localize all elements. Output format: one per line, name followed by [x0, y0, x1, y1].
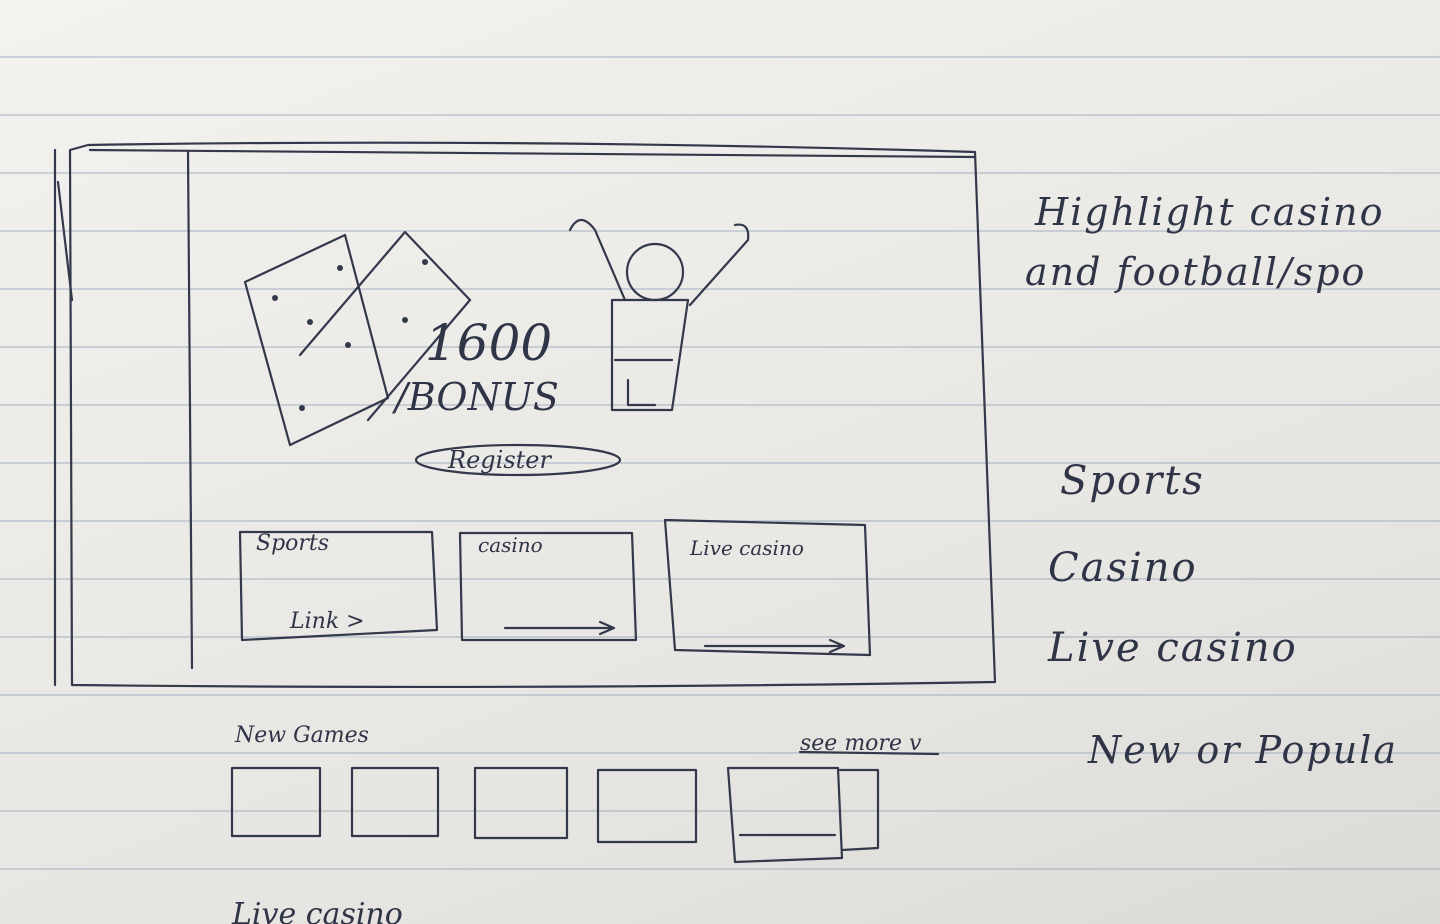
casino-card-title: casino: [478, 533, 543, 557]
casino-card-arrow: [503, 620, 616, 636]
register-button[interactable]: Register: [447, 446, 552, 474]
note-highlight-line1: Highlight casino: [1035, 190, 1385, 234]
cheering-person-illustration: [568, 218, 750, 412]
note-new-or-popular: New or Popula: [1088, 728, 1398, 772]
note-casino: Casino: [1048, 545, 1198, 591]
game-tile-3: [473, 766, 569, 840]
game-tile-1: [230, 766, 322, 838]
game-tile-4: [596, 768, 698, 844]
sports-card-link[interactable]: Link >: [289, 609, 365, 634]
game-tile-6-partial: [838, 768, 880, 852]
game-tile-2: [350, 766, 440, 838]
note-sports: Sports: [1060, 458, 1205, 504]
note-live-casino: Live casino: [1048, 625, 1298, 671]
sports-card-title: Sports: [256, 531, 329, 556]
live-casino-card-title: Live casino: [689, 536, 804, 560]
top-bar-line: [88, 148, 977, 159]
new-games-title: New Games: [234, 723, 369, 748]
see-more-link[interactable]: see more v: [800, 731, 922, 756]
sidebar-edge: [53, 148, 74, 687]
dice-illustration: [243, 230, 472, 447]
browser-frame: [68, 141, 997, 689]
sidebar-divider: [186, 150, 194, 670]
casino-card-outline: [458, 531, 638, 642]
live-casino-section-title: Live casino: [231, 897, 403, 924]
live-casino-card-outline: [663, 518, 872, 657]
see-more-underline: [798, 750, 940, 756]
note-highlight-line2: and football/spo: [1025, 250, 1367, 294]
register-button-outline: [414, 443, 622, 477]
game-tile-5: [726, 766, 844, 864]
bonus-amount: 1600: [425, 314, 552, 372]
live-casino-card-arrow: [703, 638, 846, 654]
sports-card-outline: [238, 530, 439, 642]
bonus-label: /BONUS: [391, 375, 559, 419]
